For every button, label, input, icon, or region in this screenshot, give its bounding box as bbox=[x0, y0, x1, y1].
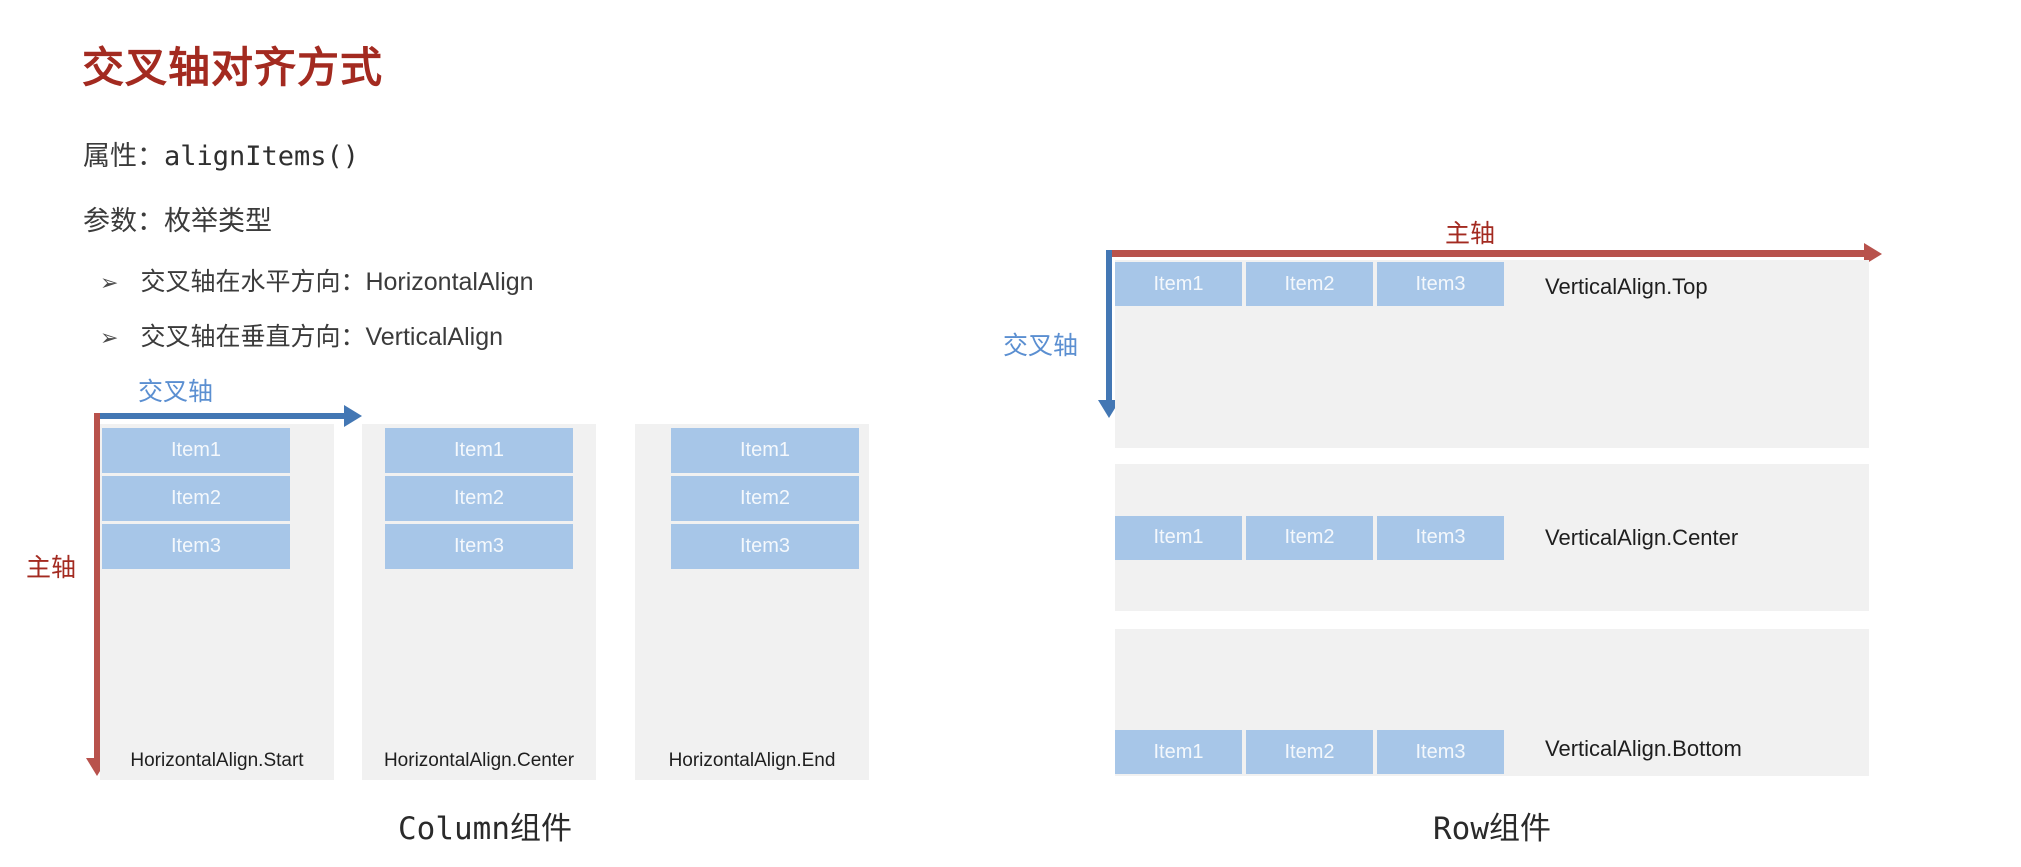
column-cross-axis-label: 交叉轴 bbox=[138, 378, 214, 406]
main-axis-arrow-shaft bbox=[94, 413, 100, 758]
column-item: Item3 bbox=[385, 524, 573, 569]
bullet-text: 交叉轴在水平方向：HorizontalAlign bbox=[140, 268, 534, 296]
row-panel-bottom: Item1 Item2 Item3 VerticalAlign.Bottom bbox=[1115, 629, 1869, 776]
row-items: Item1 Item2 Item3 bbox=[1115, 730, 1504, 774]
bullet-vertical-align: ➢ 交叉轴在垂直方向：VerticalAlign bbox=[100, 317, 503, 353]
property-label: 属性： bbox=[83, 141, 164, 171]
column-panel-end: Item1 Item2 Item3 HorizontalAlign.End bbox=[635, 424, 869, 780]
column-panel-label: HorizontalAlign.End bbox=[668, 750, 836, 771]
main-axis-arrow-shaft bbox=[1110, 250, 1864, 257]
row-panel-label: VerticalAlign.Center bbox=[1545, 524, 1739, 550]
row-item: Item2 bbox=[1246, 262, 1373, 306]
row-item: Item2 bbox=[1246, 730, 1373, 774]
column-panel-start: Item1 Item2 Item3 HorizontalAlign.Start bbox=[100, 424, 334, 780]
column-item: Item2 bbox=[102, 476, 290, 521]
row-items: Item1 Item2 Item3 bbox=[1115, 515, 1504, 560]
row-panel-label: VerticalAlign.Bottom bbox=[1545, 736, 1742, 761]
bullet-horizontal-align: ➢ 交叉轴在水平方向：HorizontalAlign bbox=[100, 262, 534, 298]
cross-axis-arrow-shaft bbox=[96, 413, 344, 419]
cross-axis-arrow-shaft bbox=[1106, 250, 1112, 400]
column-panel-center: Item1 Item2 Item3 HorizontalAlign.Center bbox=[362, 424, 596, 780]
row-item: Item3 bbox=[1377, 515, 1504, 560]
row-item: Item1 bbox=[1115, 730, 1242, 774]
cross-axis-arrow-head-icon bbox=[344, 405, 362, 427]
property-code: alignItems() bbox=[164, 141, 360, 172]
param-label: 参数： bbox=[83, 206, 164, 236]
row-main-axis-label: 主轴 bbox=[1445, 220, 1496, 248]
column-item: Item1 bbox=[385, 428, 573, 473]
row-caption-cjk: 组件 bbox=[1489, 811, 1551, 846]
row-item: Item1 bbox=[1115, 515, 1242, 560]
row-panel-label: VerticalAlign.Top bbox=[1545, 274, 1708, 299]
row-item: Item1 bbox=[1115, 262, 1242, 306]
page-title: 交叉轴对齐方式 bbox=[82, 44, 384, 91]
cross-axis-arrow-head-icon bbox=[1098, 400, 1120, 418]
row-panel-top: Item1 Item2 Item3 VerticalAlign.Top bbox=[1115, 260, 1869, 448]
row-caption: Row组件 bbox=[1332, 803, 1652, 848]
property-line: 属性：alignItems() bbox=[83, 134, 359, 173]
column-item: Item3 bbox=[671, 524, 859, 569]
arrowhead-bullet-icon: ➢ bbox=[100, 325, 119, 350]
column-panel-label: HorizontalAlign.Start bbox=[130, 750, 304, 771]
row-item: Item3 bbox=[1377, 262, 1504, 306]
param-line: 参数：枚举类型 bbox=[83, 199, 272, 238]
column-item: Item2 bbox=[671, 476, 859, 521]
column-main-axis-label: 主轴 bbox=[26, 554, 77, 582]
column-item: Item2 bbox=[385, 476, 573, 521]
column-item: Item3 bbox=[102, 524, 290, 569]
row-caption-code: Row bbox=[1433, 811, 1489, 847]
column-caption: Column组件 bbox=[325, 803, 645, 848]
column-caption-code: Column bbox=[398, 811, 510, 847]
column-item: Item1 bbox=[671, 428, 859, 473]
column-caption-cjk: 组件 bbox=[509, 811, 572, 846]
column-item: Item1 bbox=[102, 428, 290, 473]
row-item: Item2 bbox=[1246, 515, 1373, 560]
row-panel-center: Item1 Item2 Item3 VerticalAlign.Center bbox=[1115, 464, 1869, 611]
row-item: Item3 bbox=[1377, 730, 1504, 774]
arrowhead-bullet-icon: ➢ bbox=[100, 270, 119, 295]
main-axis-arrow-head-icon bbox=[1864, 243, 1882, 265]
row-cross-axis-label: 交叉轴 bbox=[1003, 332, 1079, 360]
column-panel-label: HorizontalAlign.Center bbox=[383, 750, 575, 771]
param-value: 枚举类型 bbox=[164, 206, 272, 236]
bullet-text: 交叉轴在垂直方向：VerticalAlign bbox=[140, 323, 504, 351]
row-items: Item1 Item2 Item3 bbox=[1115, 262, 1504, 306]
